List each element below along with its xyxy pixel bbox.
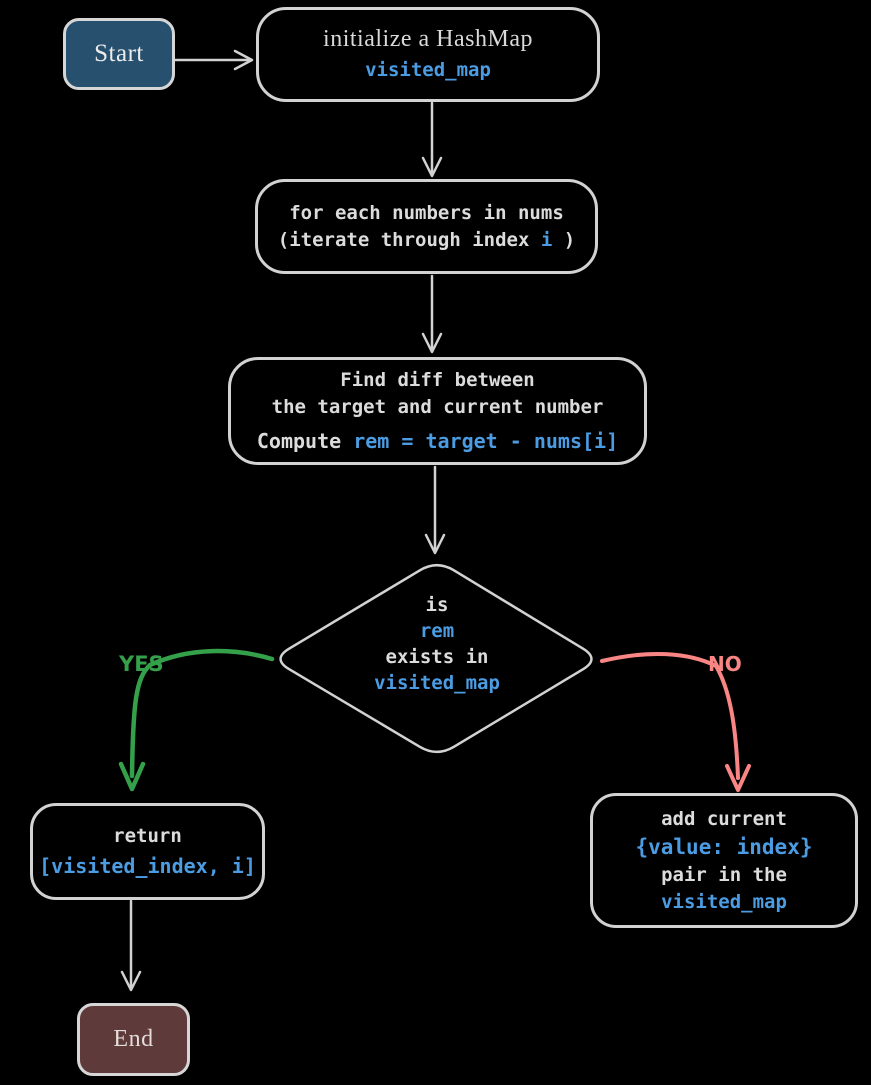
node-add-to-map: add current {value: index} pair in the v… [590,793,858,928]
add-line2: {value: index} [635,834,813,859]
end-label: End [113,1026,154,1052]
init-code: visited_map [365,58,491,81]
compute-formula: Compute rem = target - nums[i] [257,427,618,455]
compute-formula-prefix: Compute [256,429,354,453]
edge-no [600,651,740,780]
arrowhead-init-to-loop [421,156,443,178]
add-line3: pair in the [661,863,787,886]
yes-edge-label: YES [119,652,164,676]
add-line4: visited_map [661,890,787,913]
arrowhead-compute-to-decision [424,533,446,555]
edge-yes [129,648,275,779]
arrowhead-start-to-init [233,49,254,71]
node-decision-text: is rem exists in visited_map [337,592,537,696]
compute-line2: the target and current number [271,396,604,418]
decision-line3: exists in [385,646,489,668]
compute-line1: Find diff between [340,369,535,391]
init-title: initialize a HashMap [323,25,533,52]
node-start: Start [63,18,175,90]
loop-index-var: i [540,228,553,251]
node-initialize-hashmap: initialize a HashMap visited_map [256,7,600,102]
decision-diamond-shape [279,563,593,754]
node-return-result: return [visited_index, i] [30,803,265,900]
add-line1: add current [661,807,787,830]
no-edge-label: NO [708,652,742,676]
arrowhead-return-to-end [120,970,142,992]
decision-line1: is [425,594,449,616]
loop-line2-suffix: ) [552,228,576,251]
return-line1: return [113,825,182,847]
loop-line2: (iterate through index i ) [278,227,575,254]
decision-line4: visited_map [374,672,500,694]
arrowhead-loop-to-compute [421,332,443,354]
start-label: Start [94,40,144,67]
node-for-each-loop: for each numbers in nums (iterate throug… [255,179,598,274]
compute-formula-code: rem = target - nums[i] [353,429,619,453]
return-line2: [visited_index, i] [39,854,256,878]
loop-line1: for each numbers in nums [289,201,564,224]
arrowhead-yes [118,761,146,792]
loop-line2-prefix: (iterate through index [277,228,541,251]
arrowhead-no [725,764,751,792]
node-end: End [77,1003,190,1076]
decision-line2: rem [419,620,455,642]
node-compute-rem: Find diff between the target and current… [228,357,647,465]
